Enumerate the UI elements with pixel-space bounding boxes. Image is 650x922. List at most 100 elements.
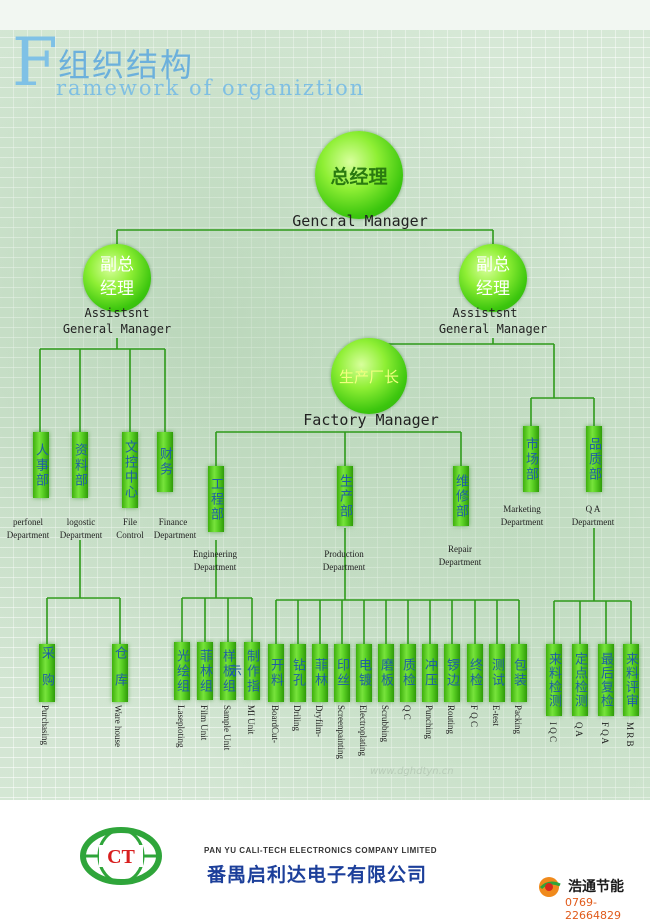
page-title: 组织结构: [58, 46, 195, 84]
unit-box: 钻孔: [290, 644, 306, 702]
assistant-gm-right-en-2: General Manager: [438, 322, 548, 336]
department-en-1: logostic: [66, 517, 96, 527]
unit-en: Laseploting: [176, 705, 186, 748]
unit-en: MI Unit: [246, 705, 256, 735]
unit-en: Punching: [424, 705, 434, 740]
assistant-gm-left-en-1: Assistsnt: [84, 306, 150, 320]
department-en-1: Repair: [448, 544, 472, 554]
department-box: 财务: [157, 432, 173, 492]
unit-box: 电镀: [356, 644, 372, 702]
department-en-2: Department: [438, 557, 482, 567]
company-logo: CT: [80, 827, 162, 885]
unit-box: 包装: [511, 644, 527, 702]
unit-box: 菲林: [312, 644, 328, 702]
department-en-2: Department: [6, 530, 50, 540]
unit-en: F Q A: [600, 722, 610, 745]
unit-box: 样板组: [220, 642, 236, 700]
department-en-1: perfonel: [13, 517, 43, 527]
logo-text: CT: [107, 846, 135, 868]
unit-box: 来料评审: [623, 644, 639, 716]
unit-en: E-test: [491, 705, 501, 726]
unit-en: Packing: [513, 705, 523, 734]
brand-icon: [539, 877, 561, 897]
top-band: [0, 0, 650, 30]
department-en-1: Production: [324, 549, 364, 559]
unit-box: 仓库: [112, 644, 128, 702]
unit-en: Dryfilm-: [314, 705, 324, 737]
unit-box: 印丝: [334, 644, 350, 702]
department-en-1: Engineering: [193, 549, 237, 559]
department-en-2: Department: [571, 517, 615, 527]
assistant-gm-right-node: 副总经理: [459, 244, 527, 312]
unit-box: 冲压: [422, 644, 438, 702]
department-box: 人事部: [33, 432, 49, 498]
department-box: 工程部: [208, 466, 224, 532]
unit-box: 测试: [489, 644, 505, 702]
factory-manager-node: 生产厂长: [331, 338, 407, 414]
department-en-1: File: [122, 517, 137, 527]
unit-box: 菲林组: [197, 642, 213, 700]
department-box: 市场部: [523, 426, 539, 492]
assistant-gm-left-node: 副总经理: [83, 244, 151, 312]
unit-en: Screenpainting: [336, 705, 346, 759]
unit-en: I Q C: [548, 722, 558, 742]
unit-box: 定点检测: [572, 644, 588, 716]
department-en-1: Finance: [158, 517, 188, 527]
department-box: 维修部: [453, 466, 469, 526]
unit-box: 光绘组: [174, 642, 190, 700]
general-manager-en: Gencral Manager: [292, 212, 428, 230]
company-name-en: PAN YU CALI-TECH ELECTRONICS COMPANY LIM…: [204, 846, 437, 855]
department-en-2: Department: [322, 562, 366, 572]
unit-box: 锣边: [444, 644, 460, 702]
department-box: 资料部: [72, 432, 88, 498]
unit-en: Routing: [446, 705, 456, 735]
unit-en: F Q C: [469, 705, 479, 728]
brand-phone: 0769-22664829: [565, 896, 621, 922]
unit-box: 采购: [39, 644, 55, 702]
department-en-1: Marketing: [503, 504, 541, 514]
assistant-gm-left-cn-2: 经理: [100, 279, 134, 299]
unit-box: 最后复检: [598, 644, 614, 716]
unit-en: M R B: [625, 722, 635, 747]
department-box: 生产部: [337, 466, 353, 526]
unit-en: Scrubbing: [380, 705, 390, 742]
factory-manager-cn: 生产厂长: [338, 367, 399, 386]
department-en-2: Department: [153, 530, 197, 540]
assistant-gm-left-en-2: General Manager: [62, 322, 172, 336]
assistant-gm-right-en-1: Assistsnt: [452, 306, 518, 320]
unit-box: 来料检测: [546, 644, 562, 716]
company-name-cn: 番禺启利达电子有限公司: [207, 864, 428, 886]
page-subtitle: ramework of organiztion: [56, 76, 366, 100]
unit-en: Sample Unit: [222, 705, 232, 751]
general-manager-cn: 总经理: [330, 165, 388, 188]
title-big-letter: F: [12, 24, 58, 101]
unit-en: BoardCut-: [270, 705, 280, 743]
factory-manager-en: Factory Manager: [303, 411, 439, 429]
unit-box: 质检: [400, 644, 416, 702]
department-en-1: Q A: [585, 504, 601, 514]
unit-en: Q A: [574, 722, 584, 737]
unit-box: 终检: [467, 644, 483, 702]
assistant-gm-left-cn-1: 副总: [100, 255, 134, 276]
department-en-2: Department: [59, 530, 103, 540]
unit-box: 开料: [268, 644, 284, 702]
assistant-gm-right-cn-1: 副总: [476, 255, 510, 276]
unit-en: Driling: [292, 705, 302, 731]
watermark: www.dghdtyn.cn: [370, 766, 454, 777]
unit-en: Purchasing: [40, 705, 50, 745]
unit-box: 制作指示: [226, 642, 260, 700]
unit-en: Electroplating: [358, 705, 368, 756]
unit-box: 磨板: [378, 644, 394, 702]
department-en-2: Department: [193, 562, 237, 572]
department-en-2: Department: [500, 517, 544, 527]
assistant-gm-right-cn-2: 经理: [476, 279, 510, 299]
brand-name: 浩通节能: [568, 879, 624, 895]
department-box: 文控中心: [122, 432, 138, 508]
unit-en: Q C: [402, 705, 412, 720]
unit-en: Ware house: [113, 705, 123, 748]
general-manager-node: 总经理: [315, 131, 403, 219]
department-en-2: Control: [116, 530, 144, 540]
department-box: 品质部: [586, 426, 602, 492]
unit-en: Film Unit: [199, 705, 209, 741]
